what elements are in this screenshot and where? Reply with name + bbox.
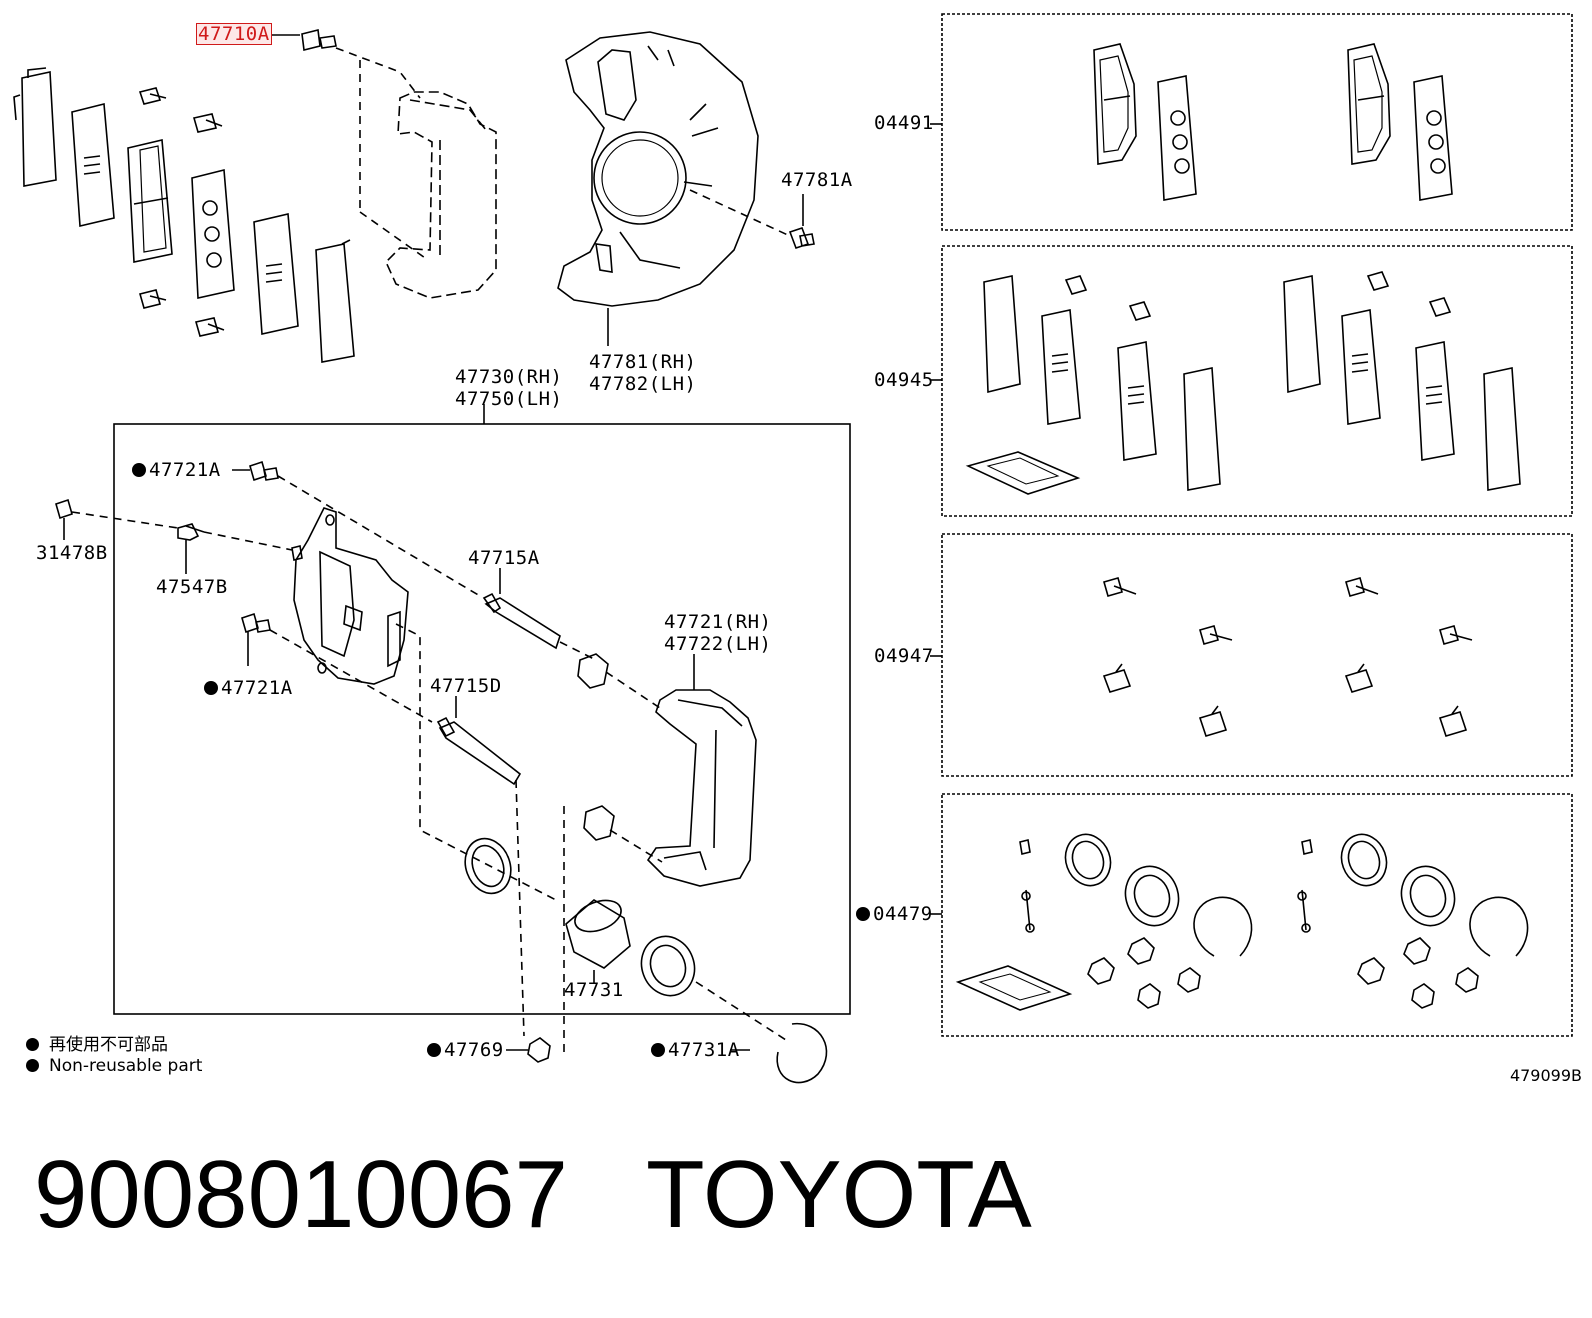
part-label-04491: 04491: [874, 112, 934, 134]
kit-box-04945: [941, 245, 1573, 517]
part-label-47715A: 47715A: [468, 547, 540, 569]
nut-47769: [527, 1037, 551, 1063]
part-label-47715D: 47715D: [430, 675, 502, 697]
part-label-47769: 47769: [427, 1040, 504, 1060]
part-label-31478B: 31478B: [36, 542, 108, 564]
caliper-assembly-box: [113, 423, 851, 1015]
snap-ring-47731A: [776, 1022, 828, 1084]
part-label-47730: 47730(RH): [455, 366, 563, 388]
kit-box-04947: [941, 533, 1573, 777]
non-reusable-dot: [856, 907, 870, 921]
part-label-47782: 47782(LH): [589, 373, 697, 395]
kit-box-04479: [941, 793, 1573, 1037]
piston-seal: [464, 837, 512, 895]
legend-line-en: Non-reusable part: [26, 1056, 202, 1076]
part-label-47731A-text: 47731A: [668, 1039, 740, 1061]
part-label-47721A-low-text: 47721A: [221, 677, 293, 699]
caliper-cylinder: [291, 507, 409, 685]
part-label-47721A-top-text: 47721A: [149, 459, 221, 481]
part-label-04479-text: 04479: [873, 903, 933, 925]
part-label-47710A[interactable]: 47710A: [196, 23, 272, 45]
bolt-47721A: [232, 460, 481, 723]
legend-line-ja: 再使用不可部品: [26, 1030, 168, 1055]
footer-brand: TOYOTA: [646, 1141, 1032, 1248]
legend-text-ja: 再使用不可部品: [49, 1035, 168, 1055]
diagram-id: 479099B: [1509, 1066, 1582, 1085]
part-label-47750: 47750(LH): [455, 388, 563, 410]
guide-pin-47715D: [436, 696, 525, 1037]
dust-cover-47781: [557, 31, 791, 346]
caliper-mount-top: [335, 47, 497, 299]
bolt-47781A: [788, 194, 815, 250]
footer-part-number: 9008010067: [34, 1141, 568, 1248]
shim-set-04945: [965, 271, 1521, 495]
part-label-47722: 47722(LH): [664, 633, 772, 655]
guide-pin-47715A: [482, 568, 597, 661]
part-label-47769-text: 47769: [444, 1039, 504, 1061]
part-label-47781: 47781(RH): [589, 351, 697, 373]
clip-set-04947: [1102, 577, 1473, 737]
bleeder-plug: [55, 498, 293, 574]
non-reusable-dot: [651, 1043, 665, 1057]
pad-set-04491: [1093, 43, 1453, 201]
part-label-04945: 04945: [874, 369, 934, 391]
pad-shim-array: [13, 67, 355, 363]
mounting-bracket-47721: [646, 654, 757, 887]
pin-boots: [577, 653, 663, 863]
piston-boot: [640, 935, 787, 1041]
part-label-47721A-top: 47721A: [132, 460, 221, 480]
kit-box-04491: [941, 13, 1573, 231]
non-reusable-dot: [204, 681, 218, 695]
part-label-47781A: 47781A: [781, 169, 853, 191]
part-label-47547B: 47547B: [156, 576, 228, 598]
non-reusable-dot: [26, 1059, 39, 1072]
non-reusable-dot: [132, 463, 146, 477]
legend-text-en: Non-reusable part: [49, 1056, 203, 1076]
seal-kit-04479: [955, 833, 1529, 1011]
non-reusable-dot: [427, 1043, 441, 1057]
part-label-47731A: 47731A: [651, 1040, 740, 1060]
bolt-47710A: [268, 29, 337, 51]
non-reusable-dot: [26, 1038, 39, 1051]
part-label-04947: 04947: [874, 645, 934, 667]
part-label-04479: 04479: [856, 904, 933, 924]
part-label-47721A-low: 47721A: [204, 678, 293, 698]
part-label-47731: 47731: [564, 979, 624, 1001]
piston-47731: [565, 899, 631, 984]
part-label-47721: 47721(RH): [664, 611, 772, 633]
